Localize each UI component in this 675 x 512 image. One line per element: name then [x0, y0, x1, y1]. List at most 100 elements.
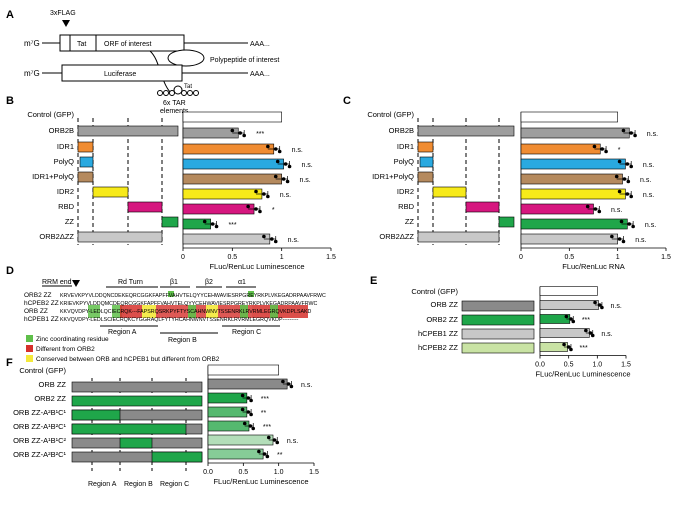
data-point: [262, 234, 266, 239]
data-point: [610, 234, 614, 239]
bar: [182, 143, 275, 155]
alignment-row-name: ORB ZZ: [24, 308, 48, 315]
construct-label: RBD: [398, 202, 414, 211]
data-point: [246, 410, 251, 414]
x-tick-label: 1: [280, 254, 284, 261]
panel-b: B Control (GFP) ORB2B IDR1 PolyQ IDR1+Po…: [6, 95, 336, 271]
orf-label: ORF of interest: [104, 41, 152, 48]
data-point: [627, 222, 632, 226]
significance-label: *: [618, 147, 621, 154]
bar: [207, 420, 250, 432]
x-tick-label: 0.5: [564, 254, 574, 261]
domain-idr2: [432, 186, 467, 198]
significance-label: n.s.: [299, 177, 310, 184]
construct-label: IDR1+PolyQ: [32, 172, 74, 181]
data-point: [281, 177, 286, 181]
data-point: [286, 382, 291, 386]
data-point: [619, 219, 624, 224]
data-point: [248, 424, 253, 428]
zinc-highlight: [188, 305, 196, 318]
data-point: [266, 435, 271, 440]
domain-chimera-2-ab: [71, 423, 187, 435]
alignment-legend: Zinc coordinating residue Different from…: [26, 335, 220, 363]
data-point: [625, 192, 630, 196]
legend-swatch-zinc: [26, 335, 33, 342]
domain-chimera-3-b: [119, 437, 153, 449]
tar-loops: [157, 90, 199, 96]
significance-label: ***: [580, 345, 588, 352]
bar: [520, 173, 623, 185]
panel-letter-e: E: [370, 275, 377, 287]
significance-label: ***: [228, 222, 236, 229]
conserved-highlight: [142, 305, 156, 318]
bar: [520, 218, 628, 230]
tar-loop-icon: [181, 90, 187, 96]
domain-orb-zz: [71, 381, 203, 393]
panel-b-construct-labels: Control (GFP) ORB2B IDR1 PolyQ IDR1+Poly…: [27, 110, 74, 241]
data-point: [272, 438, 277, 442]
data-point: [285, 179, 290, 184]
region-a-label: Region A: [108, 329, 137, 336]
alignment-rows: ORB2 ZZ KRVEVKPYVLDDQNCDEKEQRCGGKFAPFFVA…: [24, 292, 326, 323]
bar: [520, 111, 618, 123]
data-point: [625, 162, 630, 166]
significance-label: n.s.: [647, 131, 658, 138]
zinc-highlight: [168, 291, 174, 297]
construct-label: ORB ZZ-A²B²C¹: [13, 450, 66, 459]
panel-b-domain-map: [77, 118, 179, 245]
data-point: [617, 237, 622, 241]
construct-label: ORB ZZ-A¹B¹C²: [13, 436, 66, 445]
alignment-row-seq: KKVQVDPY-LEDLSCIECRQKCYGGRAQLFYTYHCAHNWN…: [60, 317, 299, 323]
data-point: [240, 393, 245, 398]
data-point: [273, 174, 278, 179]
construct-label: ZZ: [65, 217, 75, 226]
x-tick-label: 0: [181, 254, 185, 261]
bar: [182, 127, 239, 139]
data-point: [249, 398, 253, 403]
bar: [539, 300, 599, 310]
construct-label: ORB ZZ: [431, 300, 459, 309]
data-point: [626, 179, 631, 184]
alignment-row-name: hCPEB2 ZZ: [24, 300, 59, 307]
data-point: [592, 144, 597, 149]
region-b-label: Region B: [168, 337, 197, 344]
data-point: [622, 177, 627, 181]
x-axis-label: FLuc/RenLuc RNA: [562, 262, 625, 271]
construct-label: hCPEB2 ZZ: [418, 343, 458, 352]
construct-label: Control (GFP): [367, 110, 414, 119]
bar: [182, 233, 271, 245]
construct-label: ORB2ΔZZ: [379, 232, 414, 241]
significance-label: n.s.: [643, 162, 654, 169]
domain-idr1: [417, 141, 434, 153]
construct-label: hCPEB1 ZZ: [418, 329, 458, 338]
data-point: [600, 147, 604, 151]
panel-letter-a: A: [6, 9, 14, 21]
significance-label: n.s.: [645, 222, 656, 229]
x-tick-label: 1.5: [326, 254, 336, 261]
domain-orb2-dzz: [77, 231, 163, 243]
domain-orb2-zz: [71, 395, 203, 407]
data-point: [633, 133, 637, 138]
panel-f-labels: Control (GFP) ORB ZZ ORB2 ZZ ORB ZZ-A²B¹…: [13, 366, 66, 459]
domain-polyq: [419, 156, 434, 168]
significance-label: n.s.: [301, 382, 312, 389]
tat-circle: [173, 85, 183, 95]
panel-c: C Control (GFP) ORB2B IDR1 PolyQ IDR1+Po…: [343, 95, 671, 271]
construct-label: IDR1+PolyQ: [372, 172, 414, 181]
construct-label: Control (GFP): [19, 366, 66, 375]
x-tick-label: 1: [616, 254, 620, 261]
diff-highlight: [120, 305, 142, 318]
panel-c-construct-labels: Control (GFP) ORB2B IDR1 PolyQ IDR1+Poly…: [367, 110, 414, 241]
panel-letter-f: F: [6, 357, 13, 369]
alignment-row-seq: KKVQVDPY-LEDLQCIECRQK---FAPSRQSRKPYFTYSC…: [60, 309, 312, 315]
construct-label: Control (GFP): [27, 110, 74, 119]
significance-label: n.s.: [601, 331, 612, 338]
significance-label: n.s.: [287, 438, 298, 445]
significance-label: ***: [261, 396, 269, 403]
x-tick-label: 0.0: [203, 469, 213, 476]
data-point: [617, 159, 622, 164]
region-c-label: Region C: [160, 481, 189, 488]
bar: [207, 448, 264, 460]
